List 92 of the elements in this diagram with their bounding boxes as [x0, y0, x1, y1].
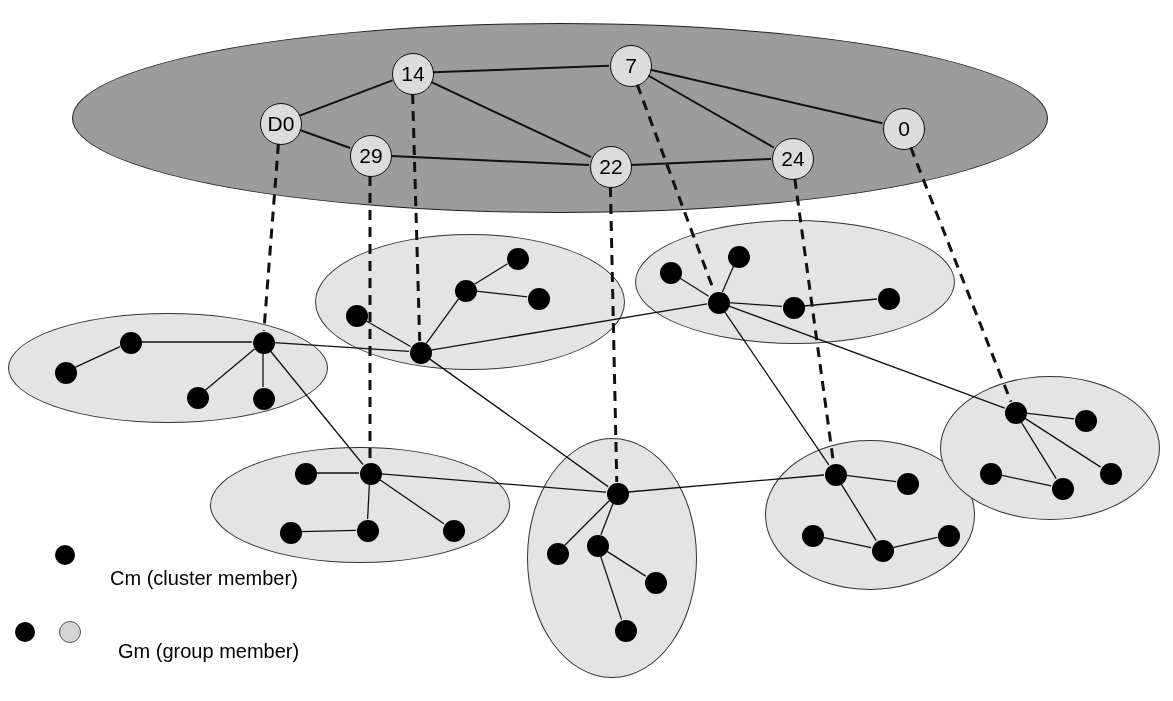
member-dot [507, 248, 529, 270]
link-line [315, 472, 360, 474]
numbered-node: 24 [772, 138, 814, 180]
link-line [430, 80, 592, 159]
member-dot [938, 525, 960, 547]
dashed-link [909, 146, 1013, 403]
member-dot [660, 262, 682, 284]
link-line [822, 536, 872, 549]
link-line [1000, 474, 1052, 487]
numbered-node: 0 [883, 108, 925, 150]
link-line [475, 290, 528, 298]
member-dot [455, 280, 477, 302]
member-dot [1100, 463, 1122, 485]
member-dot [708, 292, 730, 314]
link-line [298, 79, 394, 117]
link-line [1023, 417, 1102, 468]
member-dot [587, 535, 609, 557]
member-dot [878, 288, 900, 310]
legend-text: Gm (group member) [118, 640, 300, 663]
member-dot [528, 288, 550, 310]
member-dot [897, 473, 919, 495]
member-dot [802, 525, 824, 547]
member-dot [1075, 410, 1097, 432]
link-line [140, 341, 253, 343]
member-dot [280, 522, 302, 544]
link-line [473, 263, 509, 285]
link-line [723, 310, 830, 466]
link-line [803, 298, 878, 307]
link-line [380, 473, 607, 493]
link-line [390, 155, 590, 166]
link-line [605, 550, 647, 577]
member-dot [872, 540, 894, 562]
member-dot [295, 463, 317, 485]
link-line [728, 302, 783, 307]
link-line [204, 348, 256, 391]
legend-text: Cm (cluster member) [110, 567, 298, 590]
link-line [300, 529, 357, 533]
link-line [74, 345, 121, 369]
link-line [273, 342, 410, 352]
link-line [430, 303, 708, 351]
link-line [425, 298, 460, 344]
numbered-node: D0 [260, 103, 302, 145]
link-line [630, 157, 772, 167]
link-line [1020, 420, 1057, 480]
link-line [432, 64, 610, 74]
link-line [845, 474, 897, 483]
member-dot [1052, 478, 1074, 500]
link-line [678, 277, 710, 297]
member-dot [253, 332, 275, 354]
link-line [600, 502, 614, 536]
member-dot [825, 464, 847, 486]
member-dot [120, 332, 142, 354]
member-dot [1005, 402, 1027, 424]
link-line [649, 68, 884, 125]
link-line [627, 474, 825, 493]
numbered-node: 22 [590, 146, 632, 188]
member-dot [360, 463, 382, 485]
member-dot [615, 620, 637, 642]
member-dot [410, 342, 432, 364]
member-dot [783, 297, 805, 319]
member-dot [357, 520, 379, 542]
dashed-link [608, 186, 619, 483]
member-dot [187, 387, 209, 409]
member-dot [980, 463, 1002, 485]
link-line [364, 319, 412, 348]
numbered-node: 14 [392, 53, 434, 95]
member-dot [728, 246, 750, 268]
link-line [721, 265, 735, 293]
member-dot [443, 520, 465, 542]
dashed-link [262, 143, 280, 332]
link-line [599, 554, 623, 621]
link-line [428, 357, 609, 488]
link-line [647, 74, 775, 149]
member-dot [253, 388, 275, 410]
numbered-node: 7 [610, 45, 652, 87]
link-line [564, 500, 610, 546]
link-line [298, 129, 352, 149]
link-line [840, 482, 877, 542]
member-dot [547, 543, 569, 565]
link-line [262, 352, 264, 388]
member-dot [607, 483, 629, 505]
link-line [269, 349, 364, 466]
numbered-node: 29 [350, 135, 392, 177]
link-line [892, 536, 938, 549]
member-dot [645, 572, 667, 594]
member-dot [346, 305, 368, 327]
link-line [727, 305, 1006, 409]
link-line [378, 478, 445, 525]
link-line [1025, 412, 1075, 420]
member-dot [55, 362, 77, 384]
dashed-link [411, 93, 422, 342]
link-line [366, 483, 371, 520]
